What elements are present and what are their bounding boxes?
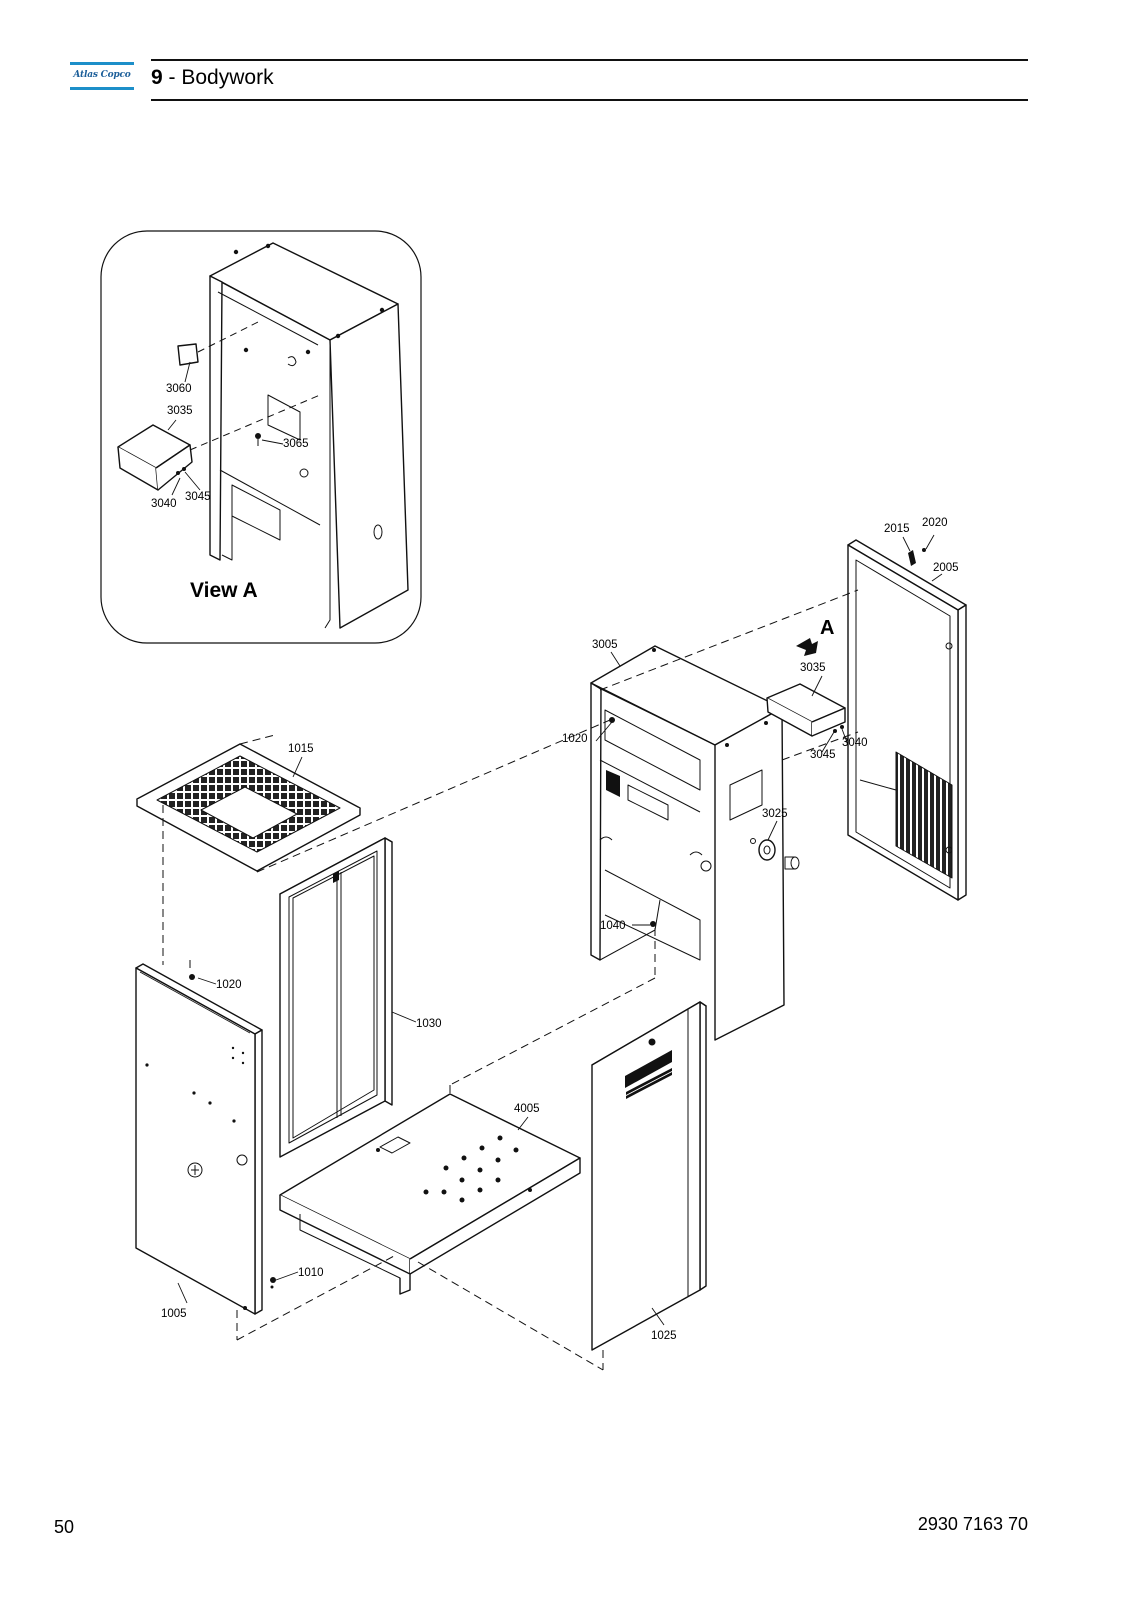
view-a-arrow-label: A bbox=[820, 617, 834, 639]
logo-text: Atlas Copco bbox=[73, 70, 131, 80]
page-number: 50 bbox=[54, 1517, 75, 1537]
inset-cabinet bbox=[209, 242, 409, 629]
inset-frame bbox=[100, 230, 422, 644]
inset-cover-3035 bbox=[117, 424, 193, 491]
section-title: Bodywork bbox=[181, 66, 274, 89]
cabinet-frame-3005 bbox=[590, 645, 785, 1041]
logo-top-bar bbox=[70, 62, 134, 65]
leader-lines bbox=[167, 361, 943, 1326]
callout-1015: 1015 bbox=[288, 743, 314, 755]
callout-4005: 4005 bbox=[514, 1103, 540, 1115]
front-door-1030 bbox=[279, 837, 393, 1158]
callout-3035-inset: 3035 bbox=[167, 405, 193, 417]
view-a-label: View A bbox=[190, 579, 258, 602]
callout-1025: 1025 bbox=[651, 1330, 677, 1342]
callout-1010: 1010 bbox=[298, 1267, 324, 1279]
roof-grille-1015 bbox=[136, 743, 361, 872]
cover-3035 bbox=[766, 683, 846, 737]
title-separator: - bbox=[162, 66, 182, 89]
rear-door-2005 bbox=[847, 539, 967, 901]
page-title: 9 - Bodywork bbox=[151, 66, 274, 90]
assembly-dashed-lines bbox=[162, 589, 859, 1371]
callout-3035: 3035 bbox=[800, 662, 826, 674]
header-top-rule bbox=[151, 59, 1028, 61]
atlas-copco-logo: Atlas Copco bbox=[70, 62, 134, 94]
view-a-inset bbox=[100, 230, 422, 644]
header-bottom-rule bbox=[151, 99, 1028, 101]
side-panel-1005 bbox=[135, 963, 263, 1315]
inset-plate-3060 bbox=[177, 343, 199, 366]
logo-bottom-bar bbox=[70, 87, 134, 90]
callout-1040: 1040 bbox=[600, 920, 626, 932]
callout-3005: 3005 bbox=[592, 639, 618, 651]
callout-2015: 2015 bbox=[884, 523, 910, 535]
gland-3025 bbox=[750, 838, 800, 870]
callout-3045: 3045 bbox=[810, 749, 836, 761]
callout-3025: 3025 bbox=[762, 808, 788, 820]
callout-1030: 1030 bbox=[416, 1018, 442, 1030]
callout-3060: 3060 bbox=[166, 383, 192, 395]
callout-1005: 1005 bbox=[161, 1308, 187, 1320]
callout-2020: 2020 bbox=[922, 517, 948, 529]
front-panel-1025 bbox=[591, 1001, 707, 1351]
callout-2005: 2005 bbox=[933, 562, 959, 574]
document-number: 2930 7163 70 bbox=[917, 1514, 1028, 1534]
callout-3045-inset: 3045 bbox=[185, 491, 211, 503]
callout-3040: 3040 bbox=[842, 737, 868, 749]
callout-1020-cabinet: 1020 bbox=[562, 733, 588, 745]
callout-3040-inset: 3040 bbox=[151, 498, 177, 510]
section-number: 9 bbox=[151, 66, 163, 89]
callout-1020-side: 1020 bbox=[216, 979, 242, 991]
view-a-arrow-icon bbox=[796, 638, 818, 656]
callout-3065: 3065 bbox=[283, 438, 309, 450]
base-frame-4005 bbox=[279, 1093, 581, 1295]
fastener-markers bbox=[189, 974, 276, 1289]
